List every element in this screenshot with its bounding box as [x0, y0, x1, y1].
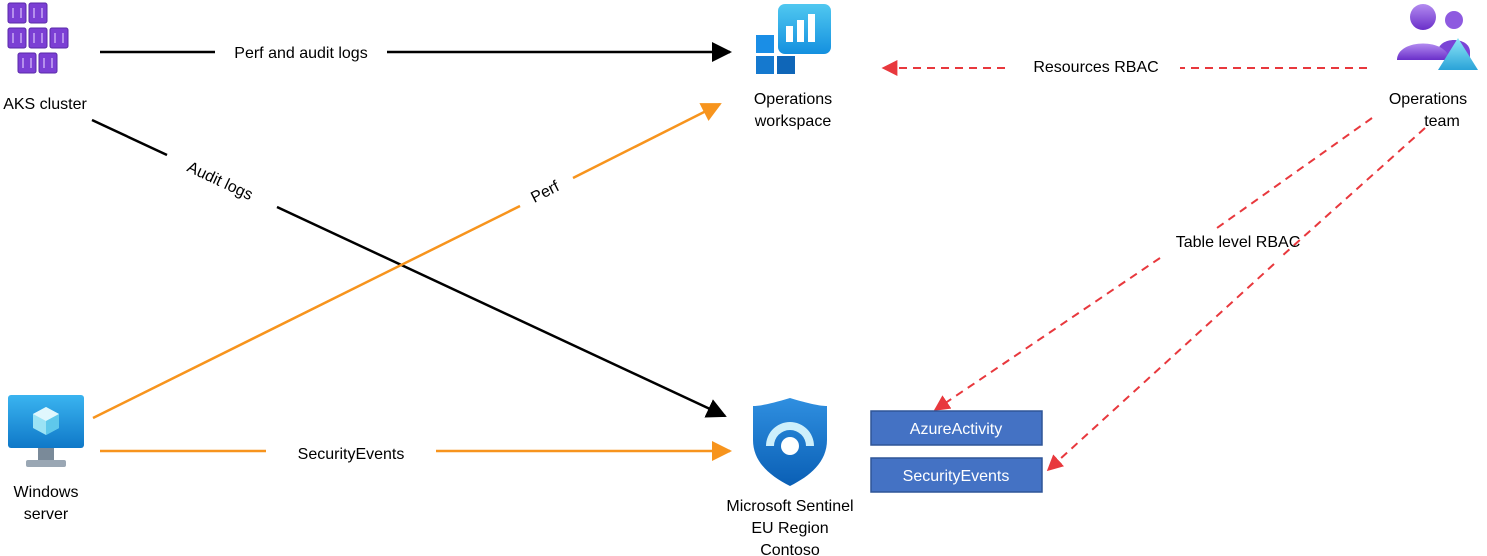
table-azure-activity[interactable]: AzureActivity [870, 410, 1043, 446]
kubernetes-cluster-icon [7, 2, 69, 74]
edge-security-events: SecurityEvents [100, 441, 732, 463]
node-operations-team[interactable]: Operations team [1389, 4, 1478, 130]
edge-label-perf: Perf [528, 178, 562, 207]
node-windows-server[interactable]: Windows server [8, 395, 84, 523]
edge-label-table-rbac: Table level RBAC [1176, 234, 1301, 251]
team-label-line2: team [1424, 113, 1460, 130]
user-group-icon [1397, 4, 1478, 70]
aks-cluster-label: AKS cluster [3, 96, 87, 113]
node-aks-cluster[interactable]: AKS cluster [3, 2, 87, 113]
edge-resources-rbac: Resources RBAC [881, 59, 1367, 76]
virtual-machine-icon [8, 395, 84, 467]
edge-table-rbac: Table level RBAC [933, 117, 1426, 472]
table-security-events[interactable]: SecurityEvents [870, 457, 1043, 493]
sentinel-shield-icon [753, 398, 827, 486]
node-operations-workspace[interactable]: Operations workspace [754, 4, 832, 130]
windows-server-label-line2: server [24, 506, 69, 523]
sentinel-label-line2: EU Region [751, 520, 828, 537]
team-label-line1: Operations [1389, 91, 1467, 108]
workspace-label-line1: Operations [754, 91, 832, 108]
windows-server-label-line1: Windows [14, 484, 79, 501]
edge-label-resources-rbac: Resources RBAC [1033, 59, 1158, 76]
edge-label-audit: Audit logs [184, 159, 255, 204]
edge-label-perf-audit: Perf and audit logs [234, 45, 367, 62]
sentinel-label-line3: Contoso [760, 542, 820, 556]
node-microsoft-sentinel[interactable]: Microsoft Sentinel EU Region Contoso [726, 398, 854, 556]
table-security-events-label: SecurityEvents [903, 468, 1010, 485]
workspace-label-line2: workspace [754, 113, 832, 130]
sentinel-label-line1: Microsoft Sentinel [726, 498, 853, 515]
table-azure-activity-label: AzureActivity [910, 421, 1002, 438]
edge-perf-audit-logs: Perf and audit logs [100, 42, 732, 62]
log-analytics-workspace-icon [756, 4, 831, 74]
edge-label-security-events: SecurityEvents [298, 446, 405, 463]
